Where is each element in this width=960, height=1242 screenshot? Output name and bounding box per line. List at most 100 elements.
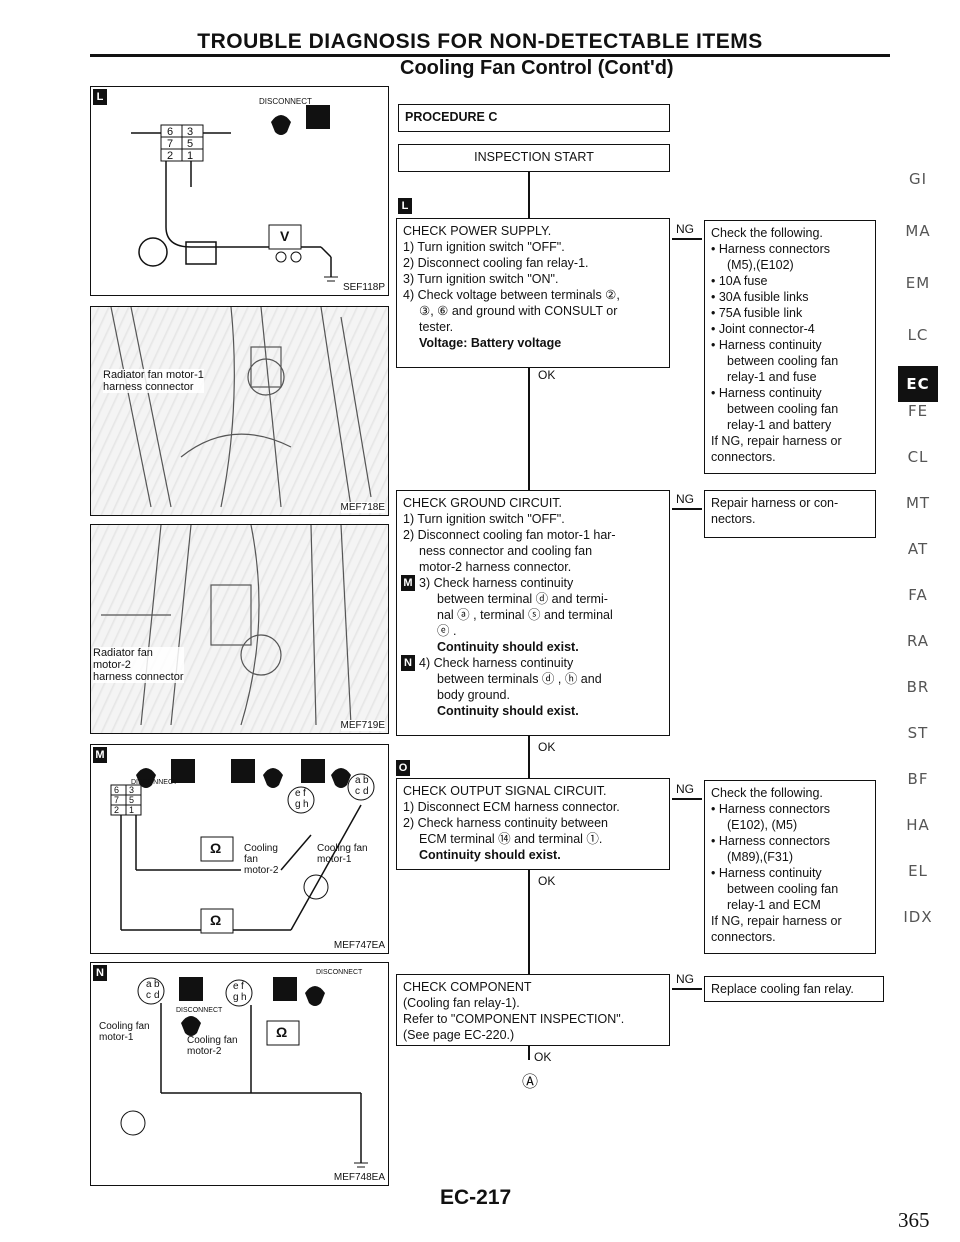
section-tab-em[interactable]: EM <box>905 274 931 292</box>
step-mark-n: N <box>401 655 415 671</box>
step-line: between terminal ⓓ and termi- <box>437 592 608 606</box>
ng-line: If NG, repair harness or <box>711 434 842 448</box>
step-mark-o: O <box>396 760 410 776</box>
step-line: CHECK COMPONENT <box>403 980 532 994</box>
ohmmeter-symbol: Ω <box>210 912 222 928</box>
ng-line: between cooling fan <box>727 402 839 416</box>
ng-line: • 75A fusible link <box>711 306 803 320</box>
step-mark-l: L <box>398 198 412 214</box>
section-tab-gi[interactable]: GI <box>908 170 928 188</box>
ng-label: NG <box>676 782 694 796</box>
section-tab-idx[interactable]: IDX <box>903 908 933 926</box>
ground-circuit-diagram <box>120 977 368 1168</box>
step-line: 3) Check harness continuity <box>419 576 574 590</box>
ng-arrow <box>672 988 702 990</box>
ng-line: Replace cooling fan relay. <box>711 982 854 996</box>
procedure-label: PROCEDURE C <box>405 110 498 124</box>
ng-line: nectors. <box>711 512 756 526</box>
photo-note: Radiator fan motor-2 harness connector <box>93 647 184 683</box>
terminal-3: 3 <box>187 126 194 138</box>
step-line: CHECK POWER SUPPLY. <box>403 224 552 238</box>
section-tab-at[interactable]: AT <box>907 540 929 558</box>
ng3-box: Check the following. • Harness connector… <box>704 780 876 954</box>
terminal-f: f <box>241 981 244 992</box>
ohmmeter-symbol: Ω <box>276 1024 288 1040</box>
title-rule <box>90 54 890 57</box>
step-line: 4) Check harness continuity <box>419 656 574 670</box>
figure-code: MEF718E <box>340 502 385 513</box>
section-tab-cl[interactable]: CL <box>907 448 929 466</box>
ohmmeter-symbol: Ω <box>210 840 222 856</box>
ng-arrow <box>672 508 702 510</box>
section-tab-bf[interactable]: BF <box>907 770 929 788</box>
terminal-2: 2 <box>167 150 174 162</box>
step-line: CHECK GROUND CIRCUIT. <box>403 496 563 510</box>
section-tab-br[interactable]: BR <box>906 678 930 696</box>
photo-note: Radiator fan motor-1 harness connector <box>103 369 204 393</box>
terminal-c: c <box>146 990 151 1001</box>
section-tab-ha[interactable]: HA <box>906 816 930 834</box>
ng-line: • Harness continuity <box>711 338 822 352</box>
step-line: 1) Turn ignition switch "OFF". <box>403 240 565 254</box>
section-tab-st[interactable]: ST <box>907 724 929 742</box>
ng-arrow <box>672 238 702 240</box>
figure-body-ground-continuity: N a b c d e f g h DISCONNECT DISCONNECT … <box>90 962 389 1186</box>
ok-label: OK <box>538 368 556 382</box>
page-code: EC-217 <box>440 1186 512 1209</box>
section-tab-ra[interactable]: RA <box>906 632 930 650</box>
section-tab-ec[interactable]: EC <box>898 366 938 402</box>
ng-line: • Harness connectors <box>711 834 831 848</box>
section-tab-fa[interactable]: FA <box>908 586 928 604</box>
section-tab-lc[interactable]: LC <box>907 326 929 344</box>
terminal-d: d <box>154 990 160 1001</box>
ng-line: connectors. <box>711 450 776 464</box>
figure-code: SEF118P <box>342 282 385 293</box>
terminal-e: e <box>295 788 301 799</box>
photo-radiator-fan-motor-1: Radiator fan motor-1 harness connector M… <box>90 306 389 516</box>
figure-ground-continuity: M DISCONNECT 6 3 7 5 2 1 e f g h a b <box>90 744 389 954</box>
step-spec: Continuity should exist. <box>437 640 579 654</box>
section-tab-ma[interactable]: MA <box>905 222 931 240</box>
section-tab-fe[interactable]: FE <box>907 402 929 420</box>
terminal-1: 1 <box>187 150 194 162</box>
terminal-f: f <box>303 788 306 799</box>
connector-ids: (M5),(E102) <box>727 258 794 272</box>
fan-motor-1-label: Cooling fan motor-1 <box>317 843 368 865</box>
disconnect-label: DISCONNECT <box>131 779 178 786</box>
step-line: ⓔ . <box>437 624 457 638</box>
ng-line: relay-1 and battery <box>727 418 832 432</box>
flow-connector <box>528 170 530 228</box>
step-line: motor-2 harness connector. <box>419 560 572 574</box>
step-line: 3) Turn ignition switch "ON". <box>403 272 559 286</box>
ng-line: relay-1 and fuse <box>727 370 817 384</box>
terminal-b: b <box>363 775 369 786</box>
fan-motor-2-label: Cooling fan motor-2 <box>244 843 279 876</box>
fan-motor-1-label: Cooling fan motor-1 <box>99 1021 150 1043</box>
ng-line: relay-1 and ECM <box>727 898 821 912</box>
ng-line: • Harness continuity <box>711 386 822 400</box>
ng-label: NG <box>676 222 694 236</box>
check-output-signal-box: CHECK OUTPUT SIGNAL CIRCUIT. 1) Disconne… <box>396 778 670 870</box>
figure-code: MEF747EA <box>333 940 385 951</box>
step-line: ③, ⑥ and ground with CONSULT or <box>419 304 618 318</box>
terminal-g: g <box>295 799 301 810</box>
ng-line: • Joint connector-4 <box>711 322 815 336</box>
ng-label: NG <box>676 972 694 986</box>
step-line: 1) Disconnect ECM harness connector. <box>403 800 620 814</box>
section-tab-el[interactable]: EL <box>908 862 928 880</box>
step-line: Refer to "COMPONENT INSPECTION". <box>403 1012 625 1026</box>
terminal-5: 5 <box>187 138 194 150</box>
step-line: 2) Disconnect cooling fan motor-1 har- <box>403 528 616 542</box>
section-tab-mt[interactable]: MT <box>905 494 931 512</box>
inspection-start-label: INSPECTION START <box>474 150 594 164</box>
step-line: 1) Turn ignition switch "OFF". <box>403 512 565 526</box>
terminal-3: 3 <box>129 785 135 795</box>
terminal-a: a <box>146 979 152 990</box>
flow-connector <box>528 368 530 490</box>
fan-motor-2-label: Cooling fan motor-2 <box>187 1035 238 1057</box>
connector-ids: (E102), (M5) <box>727 818 798 832</box>
connector-ids: (M89),(F31) <box>727 850 793 864</box>
check-component-box: CHECK COMPONENT (Cooling fan relay-1). R… <box>396 974 670 1046</box>
terminal-6: 6 <box>167 126 174 138</box>
step-mark-n: N <box>93 965 107 981</box>
